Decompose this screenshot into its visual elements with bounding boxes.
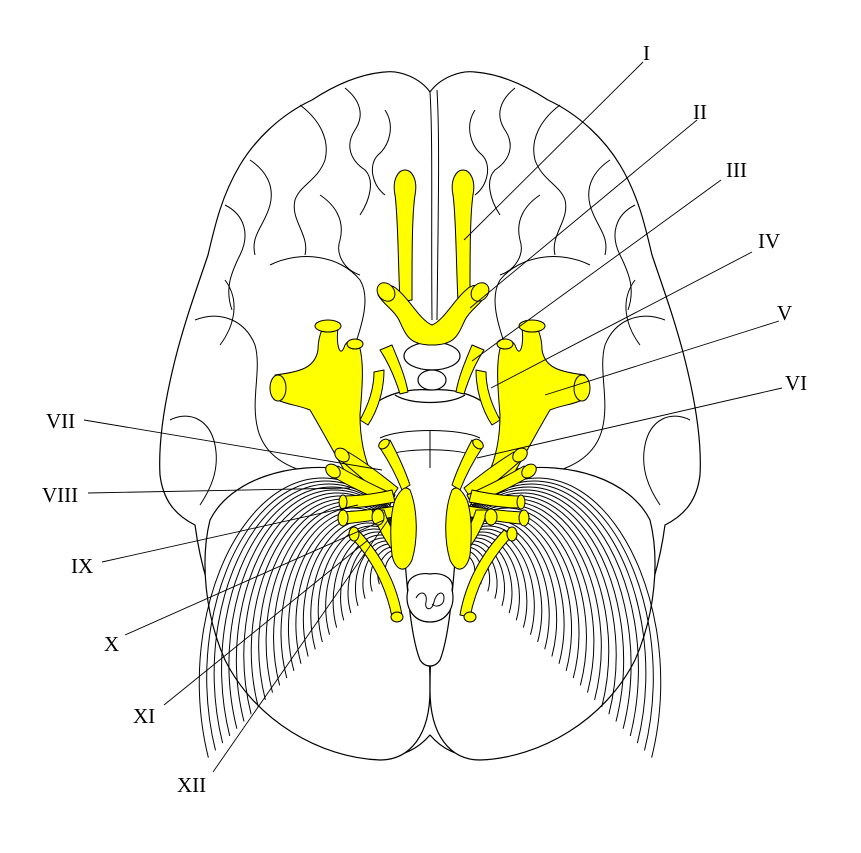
label-III: III [726,158,747,182]
label-XI: XI [133,704,155,728]
label-VIII: VIII [42,483,78,507]
label-XII: XII [177,773,206,797]
label-IV: IV [758,229,780,253]
label-VI: VI [785,371,807,395]
label-I: I [643,41,650,65]
label-II: II [693,100,707,124]
label-IX: IX [71,554,93,578]
label-X: X [104,632,119,656]
label-V: V [777,301,792,325]
label-VII: VII [46,409,75,433]
